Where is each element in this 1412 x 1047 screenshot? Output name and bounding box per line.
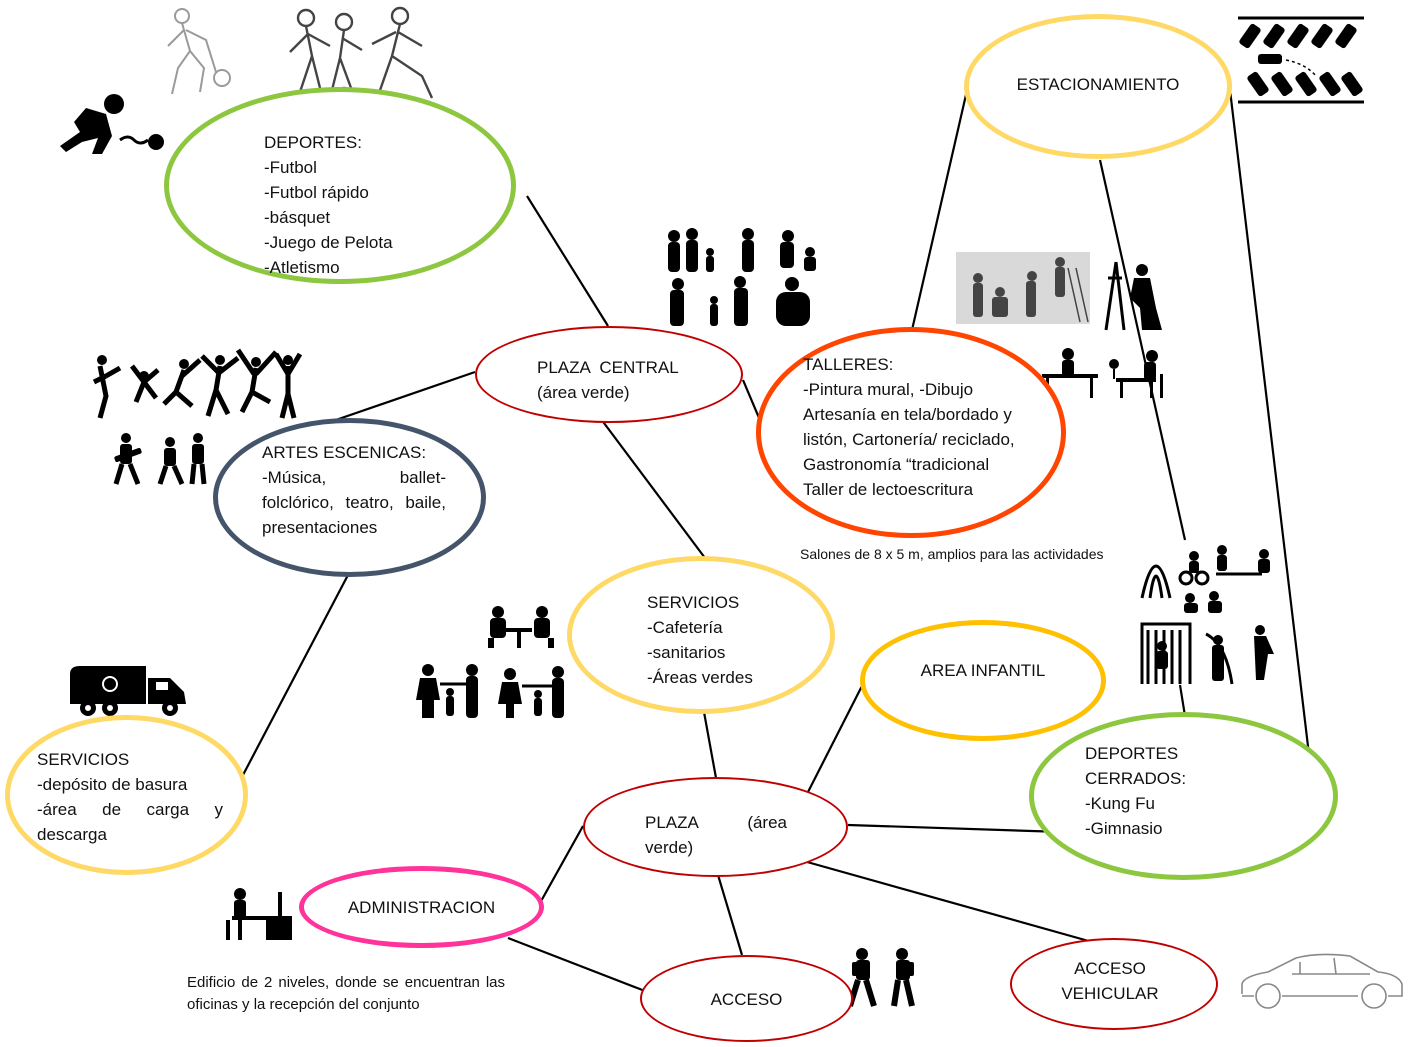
cafe-people-icon <box>488 606 554 648</box>
administracion-node[interactable] <box>299 866 544 948</box>
acceso-vehicular-line2: VEHICULAR <box>1061 984 1159 1003</box>
deportes-cerrados-node[interactable] <box>1029 712 1338 880</box>
plaza-central-title: PLAZA CENTRAL <box>537 358 679 377</box>
servicios-basura-item: -área de carga y descarga <box>37 800 223 844</box>
connector-playground-deportes-cerrados <box>1178 684 1187 717</box>
plaza-central-node[interactable] <box>475 326 743 423</box>
talleres-title: TALLERES: <box>803 355 894 374</box>
acceso-node[interactable] <box>640 955 853 1042</box>
deportes-text: DEPORTES: -Futbol -Futbol rápido -básque… <box>264 130 393 280</box>
acceso-vehicular-text: ACCESO VEHICULAR <box>1010 956 1210 1006</box>
connector-estacionamiento-deportes-cerrados <box>1228 89 1314 781</box>
deportes-cerrados-text: DEPORTES CERRADOS: -Kung Fu -Gimnasio <box>1085 741 1186 841</box>
deportes-cerrados-line: DEPORTES <box>1085 744 1179 763</box>
deportes-item: -Atletismo <box>264 258 340 277</box>
connector-plaza-acceso <box>716 874 744 956</box>
servicios-node[interactable] <box>567 556 835 714</box>
talleres-note: Salones de 8 x 5 m, amplios para las act… <box>800 546 1104 562</box>
deportes-cerrados-item: -Gimnasio <box>1085 819 1163 838</box>
bowling-player-icon <box>60 94 164 154</box>
students-walking-icon <box>847 948 915 1007</box>
connector-artes-servicios-basura <box>242 574 349 776</box>
artes-node[interactable] <box>213 418 486 577</box>
talleres-line: listón, Cartonería/ reciclado, <box>803 430 1015 449</box>
area-infantil-label: AREA INFANTIL <box>920 661 1046 680</box>
servicios-basura-title: SERVICIOS <box>37 750 130 769</box>
artes-title: ARTES ESCENICAS: <box>262 443 427 462</box>
administracion-note: Edificio de 2 niveles, donde se encuentr… <box>187 974 505 1013</box>
talleres-text: TALLERES: -Pintura mural, -Dibujo Artesa… <box>803 352 1015 502</box>
mural-painters-icon <box>956 252 1090 324</box>
deportes-title: DEPORTES: <box>264 133 362 152</box>
talleres-line: Gastronomía “tradicional <box>803 455 990 474</box>
connector-plaza-administracion <box>539 825 584 904</box>
servicios-item: -Áreas verdes <box>647 668 753 687</box>
family-silhouettes-icon <box>668 228 816 326</box>
estacionamiento-label: ESTACIONAMIENTO <box>1016 75 1180 94</box>
connector-plaza-central-artes <box>329 370 476 424</box>
family-park-icon <box>416 664 564 718</box>
deportes-cerrados-line: CERRADOS: <box>1085 769 1187 788</box>
acceso-vehicular-line1: ACCESO <box>1074 959 1146 978</box>
connector-plaza-area-infantil <box>807 679 866 793</box>
connector-deportes-plaza-central <box>526 195 609 327</box>
servicios-text: SERVICIOS -Cafetería -sanitarios -Áreas … <box>647 590 753 690</box>
basketball-player-icon <box>167 8 231 95</box>
playground-icon <box>1140 545 1274 685</box>
acceso-vehicular-node[interactable] <box>1010 938 1218 1030</box>
talleres-line: Taller de lectoescritura <box>803 480 974 499</box>
talleres-line: -Pintura mural, -Dibujo <box>803 380 974 399</box>
acceso-label: ACCESO <box>710 990 783 1009</box>
administracion-label: ADMINISTRACION <box>347 898 496 917</box>
deportes-node[interactable] <box>164 87 516 284</box>
garbage-truck-icon <box>70 666 186 716</box>
connector-estacionamiento-talleres <box>910 85 970 331</box>
musicians-icon <box>113 433 207 486</box>
connector-servicios-plaza <box>702 711 718 779</box>
classroom-desk-icon <box>1042 348 1163 398</box>
deportes-item: -Juego de Pelota <box>264 233 393 252</box>
plaza-central-subtitle: (área verde) <box>537 383 630 402</box>
deportes-item: -Futbol <box>264 158 317 177</box>
connector-plaza-central-servicios <box>597 414 706 559</box>
talleres-node[interactable] <box>756 327 1066 538</box>
plaza-central-text: PLAZA CENTRAL (área verde) <box>537 355 679 405</box>
connector-estacionamiento-playground <box>1098 159 1187 541</box>
car-outline-icon <box>1241 953 1403 1009</box>
servicios-item: -sanitarios <box>647 643 726 662</box>
estacionamiento-node[interactable] <box>964 14 1232 159</box>
painter-easel-icon <box>1104 261 1162 331</box>
parking-lot-icon <box>1238 16 1364 104</box>
office-worker-icon <box>226 888 292 940</box>
plaza-node[interactable] <box>583 777 848 877</box>
servicios-title: SERVICIOS <box>647 593 740 612</box>
connector-administracion-acceso <box>507 936 646 993</box>
deportes-item: -Futbol rápido <box>264 183 369 202</box>
talleres-line: Artesanía en tela/bordado y <box>803 405 1012 424</box>
artes-text: -Música, ballet-folclórico, teatro, bail… <box>262 468 446 537</box>
servicios-item: -Cafetería <box>647 618 723 637</box>
area-infantil-node[interactable] <box>860 620 1106 741</box>
servicios-basura-node[interactable] <box>5 715 248 875</box>
deportes-item: -básquet <box>264 208 331 227</box>
connector-plaza-deportes-cerrados <box>847 823 1064 834</box>
dancers-silhouettes-icon <box>92 348 302 419</box>
connector-plaza-acceso-vehicular <box>799 858 1111 949</box>
deportes-cerrados-item: -Kung Fu <box>1085 794 1155 813</box>
servicios-basura-item: -depósito de basura <box>37 775 188 794</box>
plaza-text: PLAZA (área verde) <box>645 813 787 857</box>
